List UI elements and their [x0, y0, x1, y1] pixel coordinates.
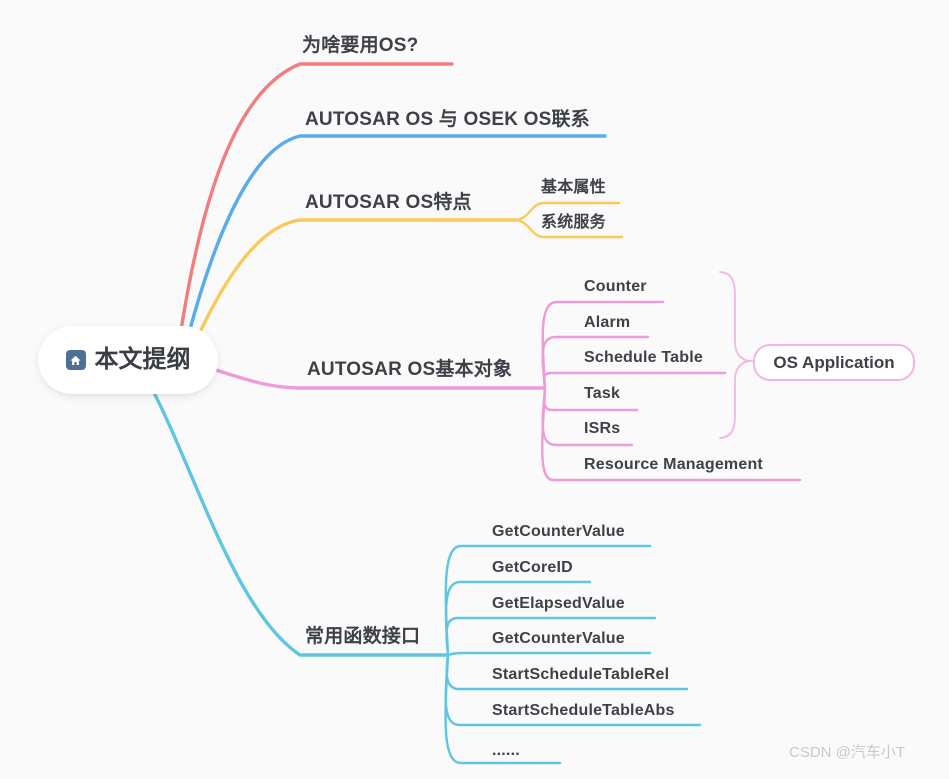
node-isrs[interactable]: ISRs [584, 420, 621, 437]
branch-line-objects [208, 366, 546, 390]
node-ellipsis[interactable]: ...... [492, 742, 520, 759]
subline-ellipsis [444, 653, 562, 765]
branch-line-functions [148, 383, 449, 657]
node-getelapsedvalue[interactable]: GetElapsedValue [492, 595, 625, 612]
node-task[interactable]: Task [584, 385, 621, 402]
branch-line-osek [182, 134, 607, 354]
node-schedule-table[interactable]: Schedule Table [584, 349, 703, 366]
watermark: CSDN @汽车小T [789, 744, 906, 761]
node-startscheduletableabs[interactable]: StartScheduleTableAbs [492, 702, 675, 719]
node-getcountervalue-1[interactable]: GetCounterValue [492, 523, 625, 540]
node-resource-management[interactable]: Resource Management [584, 456, 763, 473]
branch-line-features [188, 218, 517, 356]
subline-basic-attrs [513, 201, 621, 222]
subline-schedule-table [542, 371, 727, 391]
node-startscheduletablerel[interactable]: StartScheduleTableRel [492, 666, 670, 683]
home-icon [65, 350, 86, 370]
node-basic-attrs[interactable]: 基本属性 [541, 179, 606, 196]
branch-osek-link[interactable]: AUTOSAR OS 与 OSEK OS联系 [305, 109, 590, 130]
branch-line-why-os [176, 62, 454, 352]
subline-system-services [513, 218, 624, 239]
node-getcoreid[interactable]: GetCoreID [492, 559, 573, 576]
branch-why-os[interactable]: 为啥要用OS? [302, 35, 419, 56]
subline-resource-management [540, 387, 802, 482]
subline-getelapsedvalue [445, 616, 657, 657]
node-system-services[interactable]: 系统服务 [541, 214, 606, 231]
root-label: 本文提纲 [94, 346, 191, 373]
branch-objects[interactable]: AUTOSAR OS基本对象 [307, 359, 513, 380]
callout-brace [719, 271, 749, 439]
callout-os-application[interactable]: OS Application [753, 344, 915, 381]
root-node[interactable]: 本文提纲 [38, 326, 218, 394]
node-alarm[interactable]: Alarm [584, 314, 631, 331]
node-getcountervalue-2[interactable]: GetCounterValue [492, 630, 625, 647]
branch-functions[interactable]: 常用函数接口 [305, 626, 421, 647]
subline-getcountervalue-2 [446, 651, 652, 657]
node-counter[interactable]: Counter [584, 278, 647, 295]
callout-os-application-label: OS Application [773, 353, 895, 372]
branch-features[interactable]: AUTOSAR OS特点 [305, 192, 472, 213]
